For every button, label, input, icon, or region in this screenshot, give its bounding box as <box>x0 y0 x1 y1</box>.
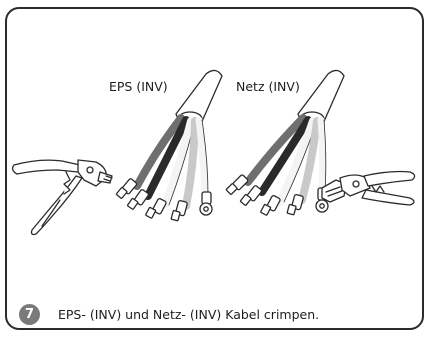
step-caption: EPS- (INV) und Netz- (INV) Kabel crimpen… <box>58 307 319 322</box>
crimping-tool-left <box>13 160 112 235</box>
step-number-badge: 7 <box>19 304 40 325</box>
netz-wire-white2 <box>321 120 323 190</box>
eps-inv-label: EPS (INV) <box>109 79 168 94</box>
eps-wire-white2 <box>199 120 205 195</box>
netz-ferrules <box>226 174 328 215</box>
netz-inv-label: Netz (INV) <box>236 79 300 94</box>
crimping-tool-right <box>322 172 415 206</box>
